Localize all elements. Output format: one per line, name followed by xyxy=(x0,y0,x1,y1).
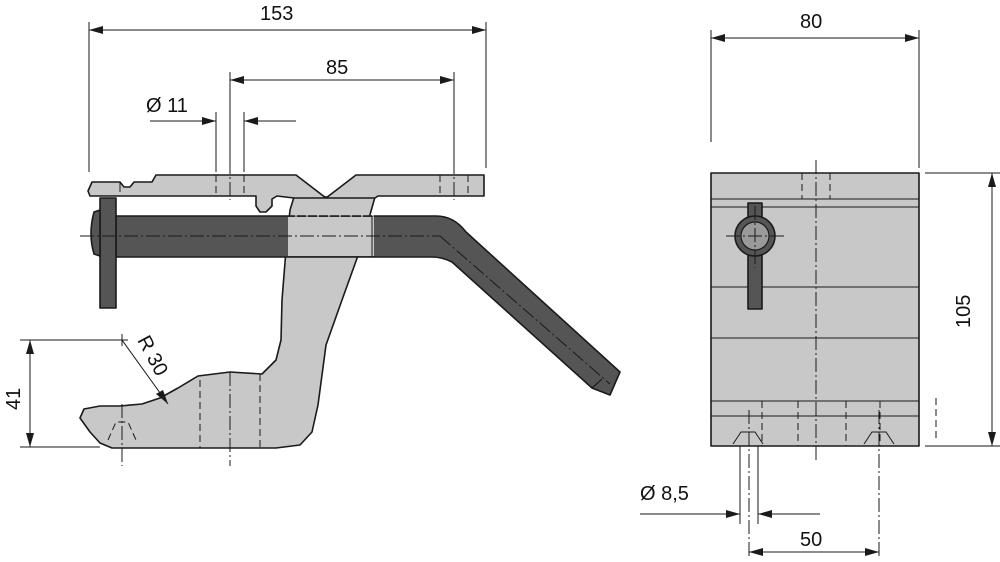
dim-d11-arrow-right xyxy=(244,117,258,125)
dim-50-arrow-left xyxy=(749,548,763,556)
dim-41-arrow-top xyxy=(26,340,34,354)
hook-body xyxy=(79,196,376,449)
dim-105-arrow-bottom xyxy=(988,432,996,446)
dim-r30-arrow xyxy=(156,390,168,404)
dim-overall-width: 153 xyxy=(260,3,293,25)
dim-top-hole-diameter: Ø 11 xyxy=(146,95,188,117)
rod xyxy=(115,215,621,396)
rod-washer xyxy=(99,197,117,309)
side-body xyxy=(710,172,920,447)
dim-85-arrow-left xyxy=(230,76,244,84)
side-view: 80 105 Ø 8,5 50 xyxy=(640,11,1000,556)
dim-hook-height: 41 xyxy=(3,388,25,410)
dim-radius: R 30 xyxy=(133,332,172,380)
dim-d85-arrow-left xyxy=(726,510,740,518)
dim-bottom-hole-diameter: Ø 8,5 xyxy=(640,483,689,505)
dim-80-arrow-right xyxy=(905,34,919,42)
dim-85-arrow-right xyxy=(440,76,454,84)
dim-side-height: 105 xyxy=(953,295,975,328)
dim-bottom-hole-spacing: 50 xyxy=(800,529,822,551)
dim-105-arrow-top xyxy=(988,173,996,187)
dim-side-width: 80 xyxy=(800,11,822,33)
dim-80-arrow-left xyxy=(711,34,725,42)
side-countersink-left xyxy=(732,431,764,445)
rod-knob xyxy=(90,209,101,257)
front-view: 153 85 Ø 11 R 30 41 xyxy=(3,3,621,466)
rod-bent-centerline xyxy=(439,235,611,385)
dim-41-arrow-bottom xyxy=(26,433,34,447)
dim-153-arrow-right xyxy=(472,26,486,34)
top-plate xyxy=(87,174,485,213)
dim-153-arrow-left xyxy=(89,26,103,34)
dim-hole-spacing: 85 xyxy=(326,57,348,79)
dim-50-arrow-right xyxy=(865,548,879,556)
rod-end-chamfer xyxy=(591,378,603,389)
dim-d11-arrow-left xyxy=(202,117,216,125)
dim-d85-arrow-right xyxy=(758,510,772,518)
